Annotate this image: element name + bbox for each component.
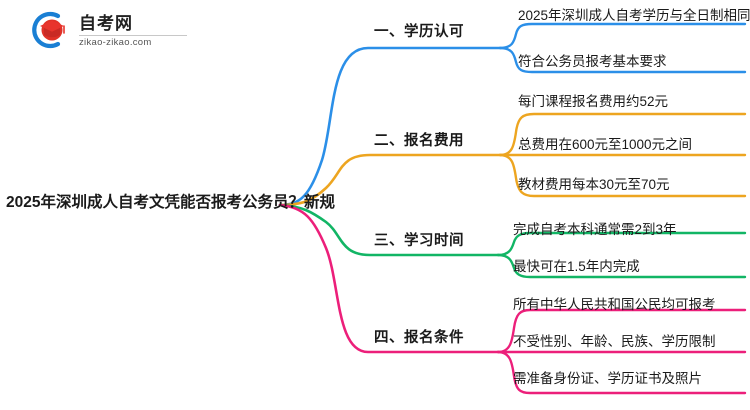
leaf-node[interactable]: 完成自考本科通常需2到3年 [513, 222, 677, 237]
branch-connector-0 [278, 22, 747, 207]
leaf-node[interactable]: 2025年深圳成人自考学历与全日制相同 [518, 8, 750, 23]
leaf-node[interactable]: 不受性别、年龄、民族、学历限制 [513, 334, 716, 349]
logo-domain: zikao-zikao.com [79, 37, 152, 48]
central-topic: 2025年深圳成人自考文凭能否报考公务员？新规 [6, 194, 335, 211]
branch-connector-1 [278, 112, 747, 207]
site-logo: 自考网 zikao-zikao.com [28, 8, 198, 52]
logo-text-block: 自考网 zikao-zikao.com [79, 12, 187, 48]
branch-label-xuexi-shijian[interactable]: 三、学习时间 [374, 233, 464, 249]
leaf-node[interactable]: 所有中华人民共和国公民均可报考 [513, 297, 716, 312]
graduation-cap-logo-icon [28, 10, 72, 50]
leaf-node[interactable]: 需准备身份证、学历证书及照片 [513, 371, 702, 386]
leaf-node[interactable]: 最快可在1.5年内完成 [513, 259, 640, 274]
leaf-node[interactable]: 每门课程报名费用约52元 [518, 94, 669, 109]
logo-title: 自考网 [79, 14, 133, 33]
logo-divider [79, 35, 187, 36]
leaf-node[interactable]: 教材费用每本30元至70元 [518, 177, 670, 192]
leaf-node[interactable]: 总费用在600元至1000元之间 [518, 137, 693, 152]
branch-label-xueli-renke[interactable]: 一、学历认可 [374, 24, 464, 40]
leaf-node[interactable]: 符合公务员报考基本要求 [518, 54, 667, 69]
branch-label-baoming-feiyong[interactable]: 二、报名费用 [374, 133, 464, 149]
branch-label-baoming-tiaojian[interactable]: 四、报名条件 [374, 330, 464, 346]
